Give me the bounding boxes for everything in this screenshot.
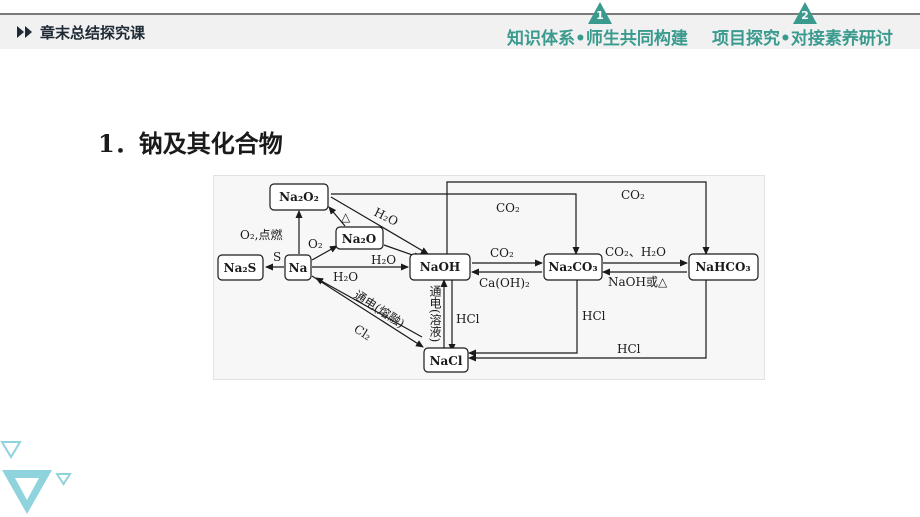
triangle-badge-icon [588,2,612,24]
node-nahco3: NaHCO₃ [695,260,750,274]
label-h2o-na2o: H₂O [371,253,396,267]
tiny-triangle-icon [55,473,72,486]
node-na2o2-box [269,183,329,211]
node-na2o-box [335,226,384,250]
label-s: S [273,250,281,264]
label-o2: O₂ [308,237,323,251]
tab-knowledge-system[interactable]: 知识体系•师生共同构建 [507,29,688,49]
arrow-nacl-to-na [315,277,423,338]
arrow-naoh-to-nahco3 [446,181,710,255]
tab-project-inquiry[interactable]: 项目探究•对接素养研讨 [712,29,893,49]
section-title: 1．钠及其化合物 [98,129,283,158]
arrow-na-to-nacl [311,275,424,348]
node-naoh: NaOH [420,260,461,274]
node-nahco3-box [688,253,759,281]
breadcrumb: 章末总结探究课 [40,24,146,42]
arrow-nahco3-to-nacl [468,280,707,362]
arrow-na2o-to-na2o2 [328,206,346,227]
node-na2co3-box [543,253,603,281]
label-caoh2: Ca(OH)₂ [479,276,530,290]
decorative-triangles [0,441,72,514]
arrow-na2o2-to-na2co3 [331,193,580,255]
tab1-badge: 1 [588,2,612,28]
node-na2co3: Na₂CO₃ [548,260,597,274]
label-co2-mid: CO₂ [490,246,514,260]
label-delta: △ [341,210,351,224]
top-divider [0,13,920,15]
node-na2o2: Na₂O₂ [279,190,319,204]
double-arrow-icon [17,26,32,38]
label-hcl-nahco3: HCl [617,342,641,356]
node-na2s: Na₂S [224,261,257,275]
node-naoh-box [409,253,471,281]
node-na: Na [289,261,308,275]
node-na2o: Na₂O [342,232,376,246]
label-co2-h2o: CO₂、H₂O [605,245,666,259]
node-nacl-box [423,347,469,373]
label-h2o-na: H₂O [333,270,358,284]
small-triangle-icon [0,441,22,459]
tab2-badge: 2 [793,2,817,28]
triangle-badge-icon [793,2,817,24]
label-co2-top: CO₂ [496,201,520,215]
label-naoh-or-delta: NaOH或△ [608,275,668,289]
label-hcl-naoh: HCl [456,312,480,326]
header-bar [0,15,920,49]
node-na2s-box [217,254,264,281]
large-triangle-inner [15,478,39,500]
label-hcl-na2co3: HCl [582,309,606,323]
label-co2-right: CO₂ [621,188,645,202]
tab2-number: 2 [801,9,809,22]
label-electrolysis-solution: 通电(溶液) [428,285,442,343]
arrow-na-to-na2o [311,245,338,261]
sodium-compounds-diagram: Na₂O₂ Na₂O Na₂S Na NaOH Na₂CO₃ NaHCO₃ Na… [213,175,765,380]
arrow-na2o2-to-naoh [330,196,429,255]
node-na-box [284,254,312,281]
arrow-na2co3-to-nacl [468,280,578,357]
node-nacl: NaCl [430,354,463,368]
tab1-number: 1 [596,9,604,22]
label-o2-burn: O₂,点燃 [240,227,282,242]
